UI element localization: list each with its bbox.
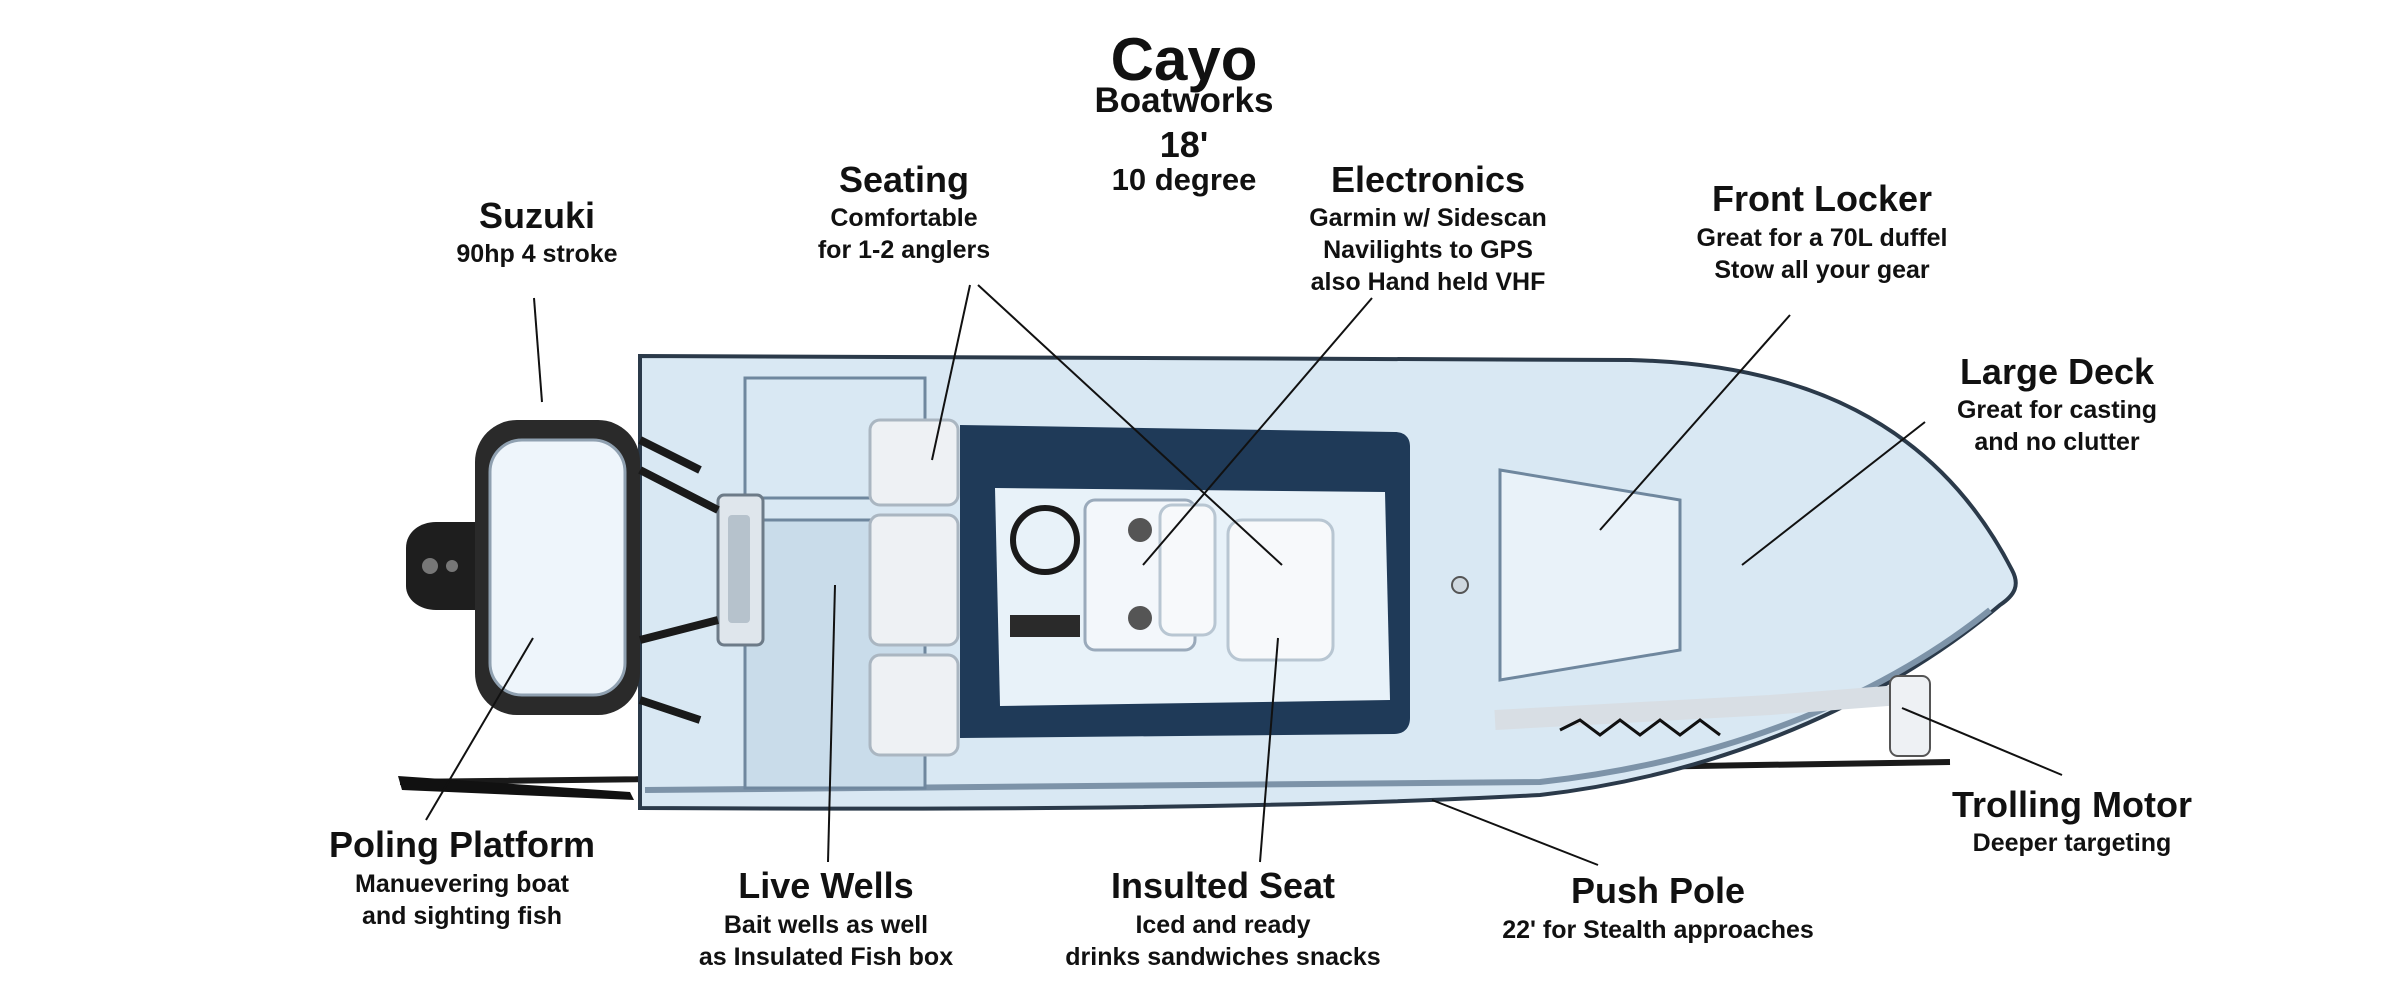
leader-insulted-seat [1259, 637, 1279, 863]
callout-line: Great for casting [1957, 396, 2157, 424]
steering-wheel [1010, 505, 1080, 575]
callout-line: and sighting fish [362, 902, 562, 930]
trolling-motor-shaft [1494, 685, 1901, 730]
callout-poling-platform: Poling Platform Manuevering boat and sig… [329, 824, 595, 930]
front-locker-hatch [1498, 468, 1682, 682]
callout-seating: Seating Comfortable for 1-2 anglers [818, 159, 990, 264]
leader-front-locker [1599, 314, 1791, 531]
outboard-motor [406, 522, 480, 610]
leader-push-pole [1431, 799, 1599, 866]
callout-line: and no clutter [1974, 428, 2140, 456]
title-block: Cayo Boatworks 18' 10 degree [1095, 26, 1274, 197]
callout-suzuki: Suzuki 90hp 4 stroke [456, 195, 617, 268]
leader-large-deck [1741, 421, 1926, 566]
transom-bracket-inner [728, 515, 750, 623]
callout-line: Bait wells as well [724, 911, 928, 939]
callout-line: Deeper targeting [1973, 829, 2172, 857]
poling-platform-top [488, 438, 627, 697]
callout-trolling-motor: Trolling Motor Deeper targeting [1952, 784, 2192, 857]
callout-line: Navilights to GPS [1323, 236, 1533, 264]
callout-insulted-seat: Insulted Seat Iced and ready drinks sand… [1065, 865, 1380, 971]
leader-trolling-motor [1901, 707, 2063, 776]
seat-back [1158, 503, 1217, 637]
callout-line: 90hp 4 stroke [456, 240, 617, 268]
callout-line: Comfortable [830, 204, 977, 232]
outboard-detail [446, 560, 458, 572]
leader-suzuki [533, 297, 543, 403]
callout-title: Electronics [1331, 159, 1525, 200]
callout-title: Front Locker [1712, 178, 1932, 219]
push-pole-tip [398, 776, 634, 800]
callout-line: Manuevering boat [355, 870, 570, 898]
callout-title: Poling Platform [329, 824, 595, 865]
title-line3: 18' [1160, 124, 1209, 165]
seat-cushion [868, 513, 960, 647]
seat-cushion [868, 653, 960, 757]
throttle [1010, 615, 1080, 637]
seat-cushion [868, 418, 960, 507]
callout-line: also Hand held VHF [1311, 268, 1546, 296]
callout-live-wells: Live Wells Bait wells as well as Insulat… [699, 865, 953, 971]
trolling-motor-head [1889, 675, 1931, 757]
callout-title: Live Wells [738, 865, 913, 906]
callout-line: Iced and ready [1135, 911, 1310, 939]
leader-electronics [1142, 297, 1373, 566]
callout-line: for 1-2 anglers [818, 236, 990, 264]
leader-poling-platform [425, 637, 534, 821]
callout-large-deck: Large Deck Great for casting and no clut… [1957, 351, 2157, 456]
callout-title: Suzuki [479, 195, 595, 236]
hull-shadow [644, 607, 1992, 793]
deck-cleat [1451, 576, 1469, 594]
callout-line: drinks sandwiches snacks [1065, 943, 1380, 971]
leader-seating-b [977, 284, 1283, 566]
callout-line: Great for a 70L duffel [1697, 224, 1948, 252]
insulated-seat-cooler [1226, 518, 1335, 662]
title-line2: Boatworks [1095, 81, 1274, 120]
leader-live-wells [827, 584, 836, 863]
callout-title: Trolling Motor [1952, 784, 2192, 825]
title-brand: Cayo [1111, 26, 1258, 93]
console-gauge [1128, 518, 1152, 542]
callout-line: as Insulated Fish box [699, 943, 953, 971]
callout-line: Stow all your gear [1714, 256, 1930, 284]
leader-seating-a [931, 284, 971, 461]
callout-line: Garmin w/ Sidescan [1309, 204, 1547, 232]
boat-illustration [398, 353, 2018, 811]
callout-title: Seating [839, 159, 969, 200]
callout-title: Large Deck [1960, 351, 2155, 392]
callout-push-pole: Push Pole 22' for Stealth approaches [1502, 870, 1814, 944]
callout-title: Insulted Seat [1111, 865, 1335, 906]
leader-lines [425, 284, 2063, 866]
outboard-detail [422, 558, 438, 574]
callout-electronics: Electronics Garmin w/ Sidescan Navilight… [1309, 159, 1547, 296]
platform-braces [638, 436, 720, 724]
callout-title: Push Pole [1571, 870, 1745, 911]
callout-front-locker: Front Locker Great for a 70L duffel Stow… [1697, 178, 1948, 284]
trolling-motor-cable [1559, 718, 1721, 737]
title-line4: 10 degree [1112, 162, 1257, 197]
callout-line: 22' for Stealth approaches [1502, 916, 1814, 944]
console-gauge [1128, 606, 1152, 630]
